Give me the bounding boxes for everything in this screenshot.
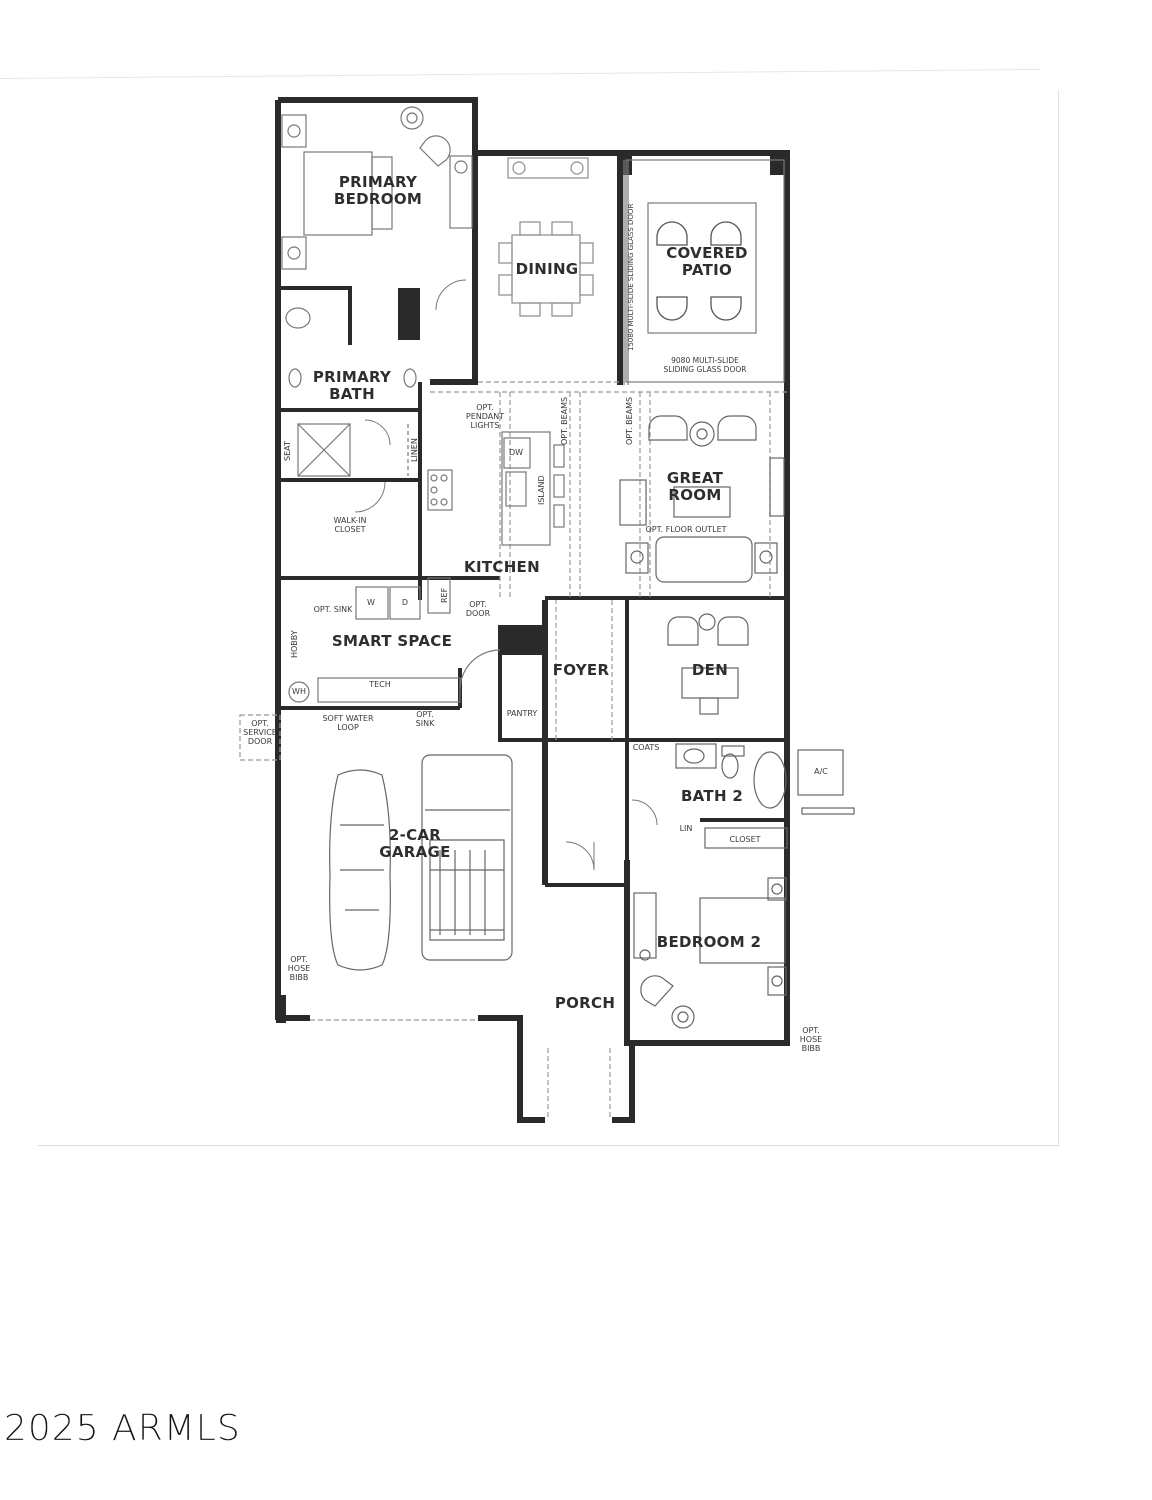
note-seat: SEAT	[283, 441, 292, 461]
label-walk-in-closet: WALK-IN CLOSET	[333, 516, 367, 535]
note-opt-sink-garage: OPT. SINK	[415, 710, 435, 729]
note-refrigerator: REF	[440, 587, 449, 603]
patio-sliding-door	[623, 159, 785, 385]
note-lin: LIN	[679, 824, 693, 833]
wall-solids	[276, 153, 790, 1023]
copyright-watermark: 2025 ARMLS	[4, 1408, 241, 1449]
label-foyer: FOYER	[552, 661, 610, 679]
note-opt-beams-kitchen: OPT. BEAMS	[560, 396, 569, 445]
note-washer: W	[367, 598, 375, 607]
note-closet: CLOSET	[729, 835, 761, 844]
garage-vehicles	[329, 754, 513, 971]
primary-bedroom-furniture	[281, 106, 473, 270]
label-den: DEN	[691, 661, 729, 679]
dining-table	[498, 157, 594, 317]
label-smart-space: SMART SPACE	[331, 632, 453, 650]
document-sheet	[38, 90, 1059, 1146]
label-primary-bath: PRIMARY BATH	[312, 368, 392, 404]
primary-bath-fixtures	[285, 307, 417, 477]
label-primary-bedroom: PRIMARY BEDROOM	[333, 173, 423, 209]
label-porch: PORCH	[554, 994, 616, 1012]
great-room-furniture	[619, 415, 785, 583]
note-sliding-door-bottom: 9080 MULTI-SLIDE SLIDING GLASS DOOR	[663, 356, 747, 374]
note-coats: COATS	[632, 743, 660, 752]
note-dishwasher: DW	[508, 448, 524, 457]
note-soft-water-loop: SOFT WATER LOOP	[322, 714, 374, 733]
smart-space-fixtures	[288, 586, 501, 703]
note-hose-bibb-bedroom: OPT. HOSE BIBB	[799, 1026, 823, 1054]
kitchen-fixtures	[427, 431, 565, 614]
label-dining: DINING	[515, 260, 579, 278]
note-opt-beams-great-room: OPT. BEAMS	[625, 396, 634, 445]
note-ac-unit: A/C	[814, 767, 828, 776]
door-swings	[354, 279, 658, 871]
note-sliding-door-side: 15080 MULTI-SLIDE SLIDING GLASS DOOR	[627, 203, 635, 352]
note-hose-bibb-garage: OPT. HOSE BIBB	[287, 955, 311, 983]
note-island: ISLAND	[537, 475, 546, 505]
note-hobby: HOBBY	[290, 630, 299, 658]
note-opt-sink-smart-space: OPT. SINK	[313, 605, 353, 614]
bedroom2-furniture	[633, 877, 787, 1029]
interior-walls	[278, 286, 787, 887]
note-water-heater: WH	[292, 687, 306, 696]
dashed-lines	[239, 381, 787, 1118]
note-opt-door: OPT. DOOR	[465, 600, 491, 619]
label-great-room: GREAT ROOM	[666, 469, 724, 505]
patio-chairs	[656, 221, 742, 321]
note-pendant-lights: OPT. PENDANT LIGHTS	[465, 403, 505, 431]
label-kitchen: KITCHEN	[464, 558, 540, 576]
exterior-walls	[275, 97, 790, 1123]
note-dryer: D	[401, 598, 409, 607]
label-pantry: PANTRY	[506, 709, 538, 718]
note-floor-outlet: OPT. FLOOR OUTLET	[645, 525, 727, 534]
label-bedroom-2: BEDROOM 2	[656, 933, 762, 951]
note-linen: LINEN	[410, 438, 419, 462]
note-service-door: OPT. SERVICE DOOR	[243, 719, 277, 747]
label-garage: 2-CAR GARAGE	[379, 826, 451, 862]
label-bath-2: BATH 2	[680, 787, 744, 805]
den-furniture	[667, 613, 749, 715]
label-covered-patio: COVERED PATIO	[666, 244, 748, 280]
note-tech: TECH	[369, 680, 391, 689]
bath2-fixtures	[675, 743, 855, 849]
